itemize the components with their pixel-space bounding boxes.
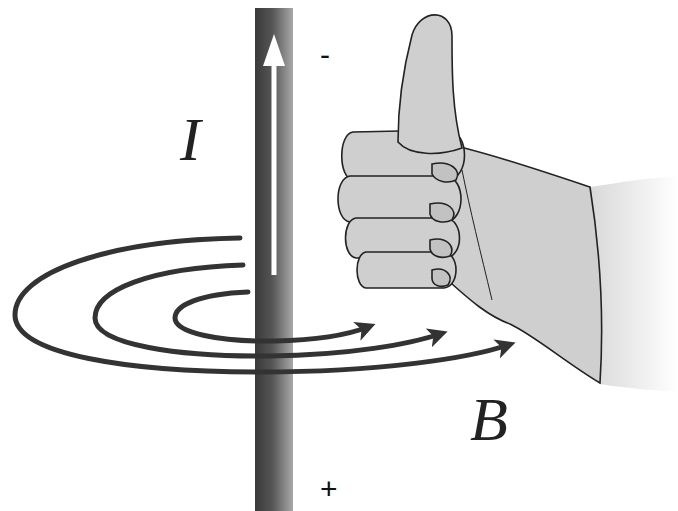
wire [255, 8, 293, 511]
current-label: I [180, 108, 201, 170]
thumb [398, 15, 462, 154]
field-lines [15, 238, 508, 372]
palm [430, 140, 602, 383]
nail [430, 239, 452, 257]
current-arrow [272, 62, 277, 275]
finger [338, 176, 461, 222]
current-arrowhead [263, 34, 285, 66]
nail [432, 163, 458, 182]
nail [432, 269, 450, 286]
field-line [175, 292, 368, 341]
polarity-sign: - [320, 40, 330, 70]
field-line [15, 238, 508, 372]
polarity-sign: + [320, 474, 338, 504]
crease [462, 170, 492, 300]
nail [430, 203, 454, 222]
field-label: B [470, 388, 508, 450]
hand [338, 15, 602, 383]
